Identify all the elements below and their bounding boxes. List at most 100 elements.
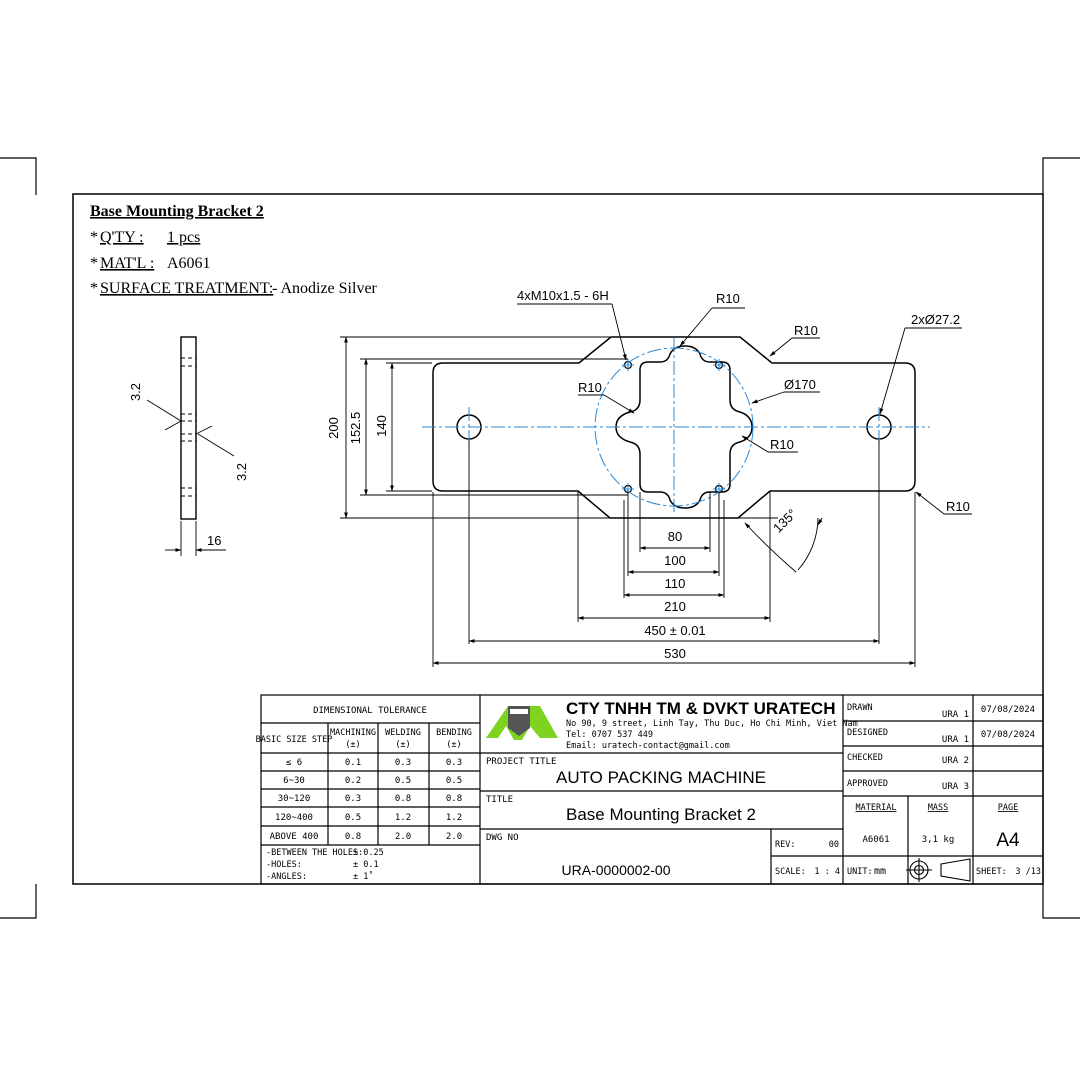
between-holes-value: ± 0.25 [353, 848, 384, 858]
dim-side-width: 16 [207, 533, 221, 548]
col-basic-size: BASIC SIZE STEP [256, 735, 333, 745]
dim-r10-right: R10 [770, 437, 794, 452]
dim-holes-big: 2xØ27.2 [911, 312, 960, 327]
company-email: Email: uratech-contact@gmail.com [566, 741, 730, 751]
scale-label: SCALE: [775, 867, 806, 877]
col-welding-pm: (±) [395, 740, 410, 750]
tol-row-step: ABOVE 400 [270, 832, 319, 842]
qty-value: 1 pcs [167, 229, 200, 246]
scale-value: 1 : 4 [814, 867, 840, 877]
designed-by: URA 1 [942, 735, 969, 745]
material-value: A6061 [167, 255, 211, 272]
tol-row-step: 6~30 [283, 776, 305, 786]
tol-row-welding: 1.2 [395, 813, 411, 823]
crop-marks [0, 157, 1080, 919]
mass-value: 3,1 kg [922, 835, 955, 845]
cross-cutout [615, 345, 753, 509]
title-value: Base Mounting Bracket 2 [566, 805, 756, 824]
tol-row-welding: 2.0 [395, 832, 411, 842]
drawn-label: DRAWN [847, 703, 873, 713]
tol-row-step: ≤ 6 [286, 758, 302, 768]
dim-w80: 80 [668, 529, 682, 544]
company-tel: Tel: 0707 537 449 [566, 730, 653, 740]
tol-row-bending: 0.3 [446, 758, 462, 768]
surface-label: SURFACE TREATMENT: [100, 280, 273, 297]
col-bending: BENDING [436, 728, 472, 738]
rev-value: 00 [829, 840, 839, 850]
drawn-date: 07/08/2024 [981, 705, 1035, 715]
material-label: MAT'L : [100, 255, 154, 272]
material-bullet: * [90, 255, 98, 272]
tol-row-step: 120~400 [275, 813, 313, 823]
angles-label: -ANGLES: [266, 872, 307, 882]
dim-diameter-pcd: Ø170 [784, 377, 816, 392]
title-block: DIMENSIONAL TOLERANCE BASIC SIZE STEP MA… [256, 694, 1044, 885]
project-title-value: AUTO PACKING MACHINE [556, 768, 766, 787]
tol-row-bending: 0.5 [446, 776, 462, 786]
projection-symbol-icon [906, 858, 971, 882]
tolerance-header: DIMENSIONAL TOLERANCE [313, 706, 427, 716]
qty-label: Q'TY : [100, 229, 144, 246]
qty-bullet: * [90, 229, 98, 246]
project-title-label: PROJECT TITLE [486, 757, 556, 767]
rev-label: REV: [775, 840, 795, 850]
tol-row-welding: 0.8 [395, 794, 411, 804]
dim-r10-corner: R10 [946, 499, 970, 514]
designed-label: DESIGNED [847, 728, 888, 738]
angles-value: ± 1˚ [353, 871, 373, 882]
unit-value: mm [874, 866, 886, 877]
dim-w110: 110 [665, 576, 686, 591]
dwg-no-label: DWG NO [486, 833, 519, 843]
dim-side-top: 3.2 [128, 383, 143, 401]
sheet-value: 3 /13 [1015, 867, 1041, 877]
company-name: CTY TNHH TM & DVKT URATECH [566, 699, 835, 718]
material-header: MATERIAL [856, 803, 897, 813]
plate-outline [432, 336, 916, 519]
mass-header: MASS [928, 803, 948, 813]
company-address: No 90, 9 street, Linh Tay, Thu Duc, Ho C… [566, 719, 858, 729]
checked-label: CHECKED [847, 753, 883, 763]
tol-row-bending: 2.0 [446, 832, 462, 842]
material-cell: A6061 [862, 835, 889, 845]
tol-row-welding: 0.5 [395, 776, 411, 786]
dim-height-1525: 152.5 [348, 412, 363, 445]
dim-thread-holes: 4xM10x1.5 - 6H [517, 288, 609, 303]
dim-w530: 530 [664, 646, 686, 661]
title-label: TITLE [486, 795, 513, 805]
surface-value: - Anodize Silver [272, 280, 378, 297]
dim-side-bottom: 3.2 [234, 463, 249, 481]
col-welding: WELDING [385, 728, 421, 738]
company-logo [486, 706, 558, 740]
tol-row-machining: 0.5 [345, 813, 361, 823]
dim-r10-top: R10 [716, 291, 740, 306]
approved-label: APPROVED [847, 779, 888, 789]
dim-height-140: 140 [374, 415, 389, 437]
dim-r10-left: R10 [578, 380, 602, 395]
dim-r10-neck: R10 [794, 323, 818, 338]
sheet-label: SHEET: [976, 867, 1007, 877]
tol-row-machining: 0.8 [345, 832, 361, 842]
holes-value: ± 0.1 [353, 860, 379, 870]
center-lines [422, 338, 930, 512]
approved-by: URA 3 [942, 782, 969, 792]
col-bending-pm: (±) [446, 740, 461, 750]
tol-row-machining: 0.2 [345, 776, 361, 786]
tol-row-step: 30~120 [278, 794, 311, 804]
page-header: PAGE [998, 803, 1018, 813]
side-view [146, 336, 235, 556]
unit-label: UNIT: [847, 867, 873, 877]
holes-label: -HOLES: [266, 860, 302, 870]
tol-row-bending: 0.8 [446, 794, 462, 804]
surface-bullet: * [90, 280, 98, 297]
dim-w100: 100 [664, 553, 686, 568]
drawn-by: URA 1 [942, 710, 969, 720]
dim-w450: 450 ± 0.01 [644, 623, 705, 638]
tol-row-bending: 1.2 [446, 813, 462, 823]
designed-date: 07/08/2024 [981, 730, 1035, 740]
tol-row-machining: 0.3 [345, 794, 361, 804]
dim-angle: 135° [770, 506, 800, 536]
tol-row-welding: 0.3 [395, 758, 411, 768]
part-title: Base Mounting Bracket 2 [90, 203, 264, 220]
